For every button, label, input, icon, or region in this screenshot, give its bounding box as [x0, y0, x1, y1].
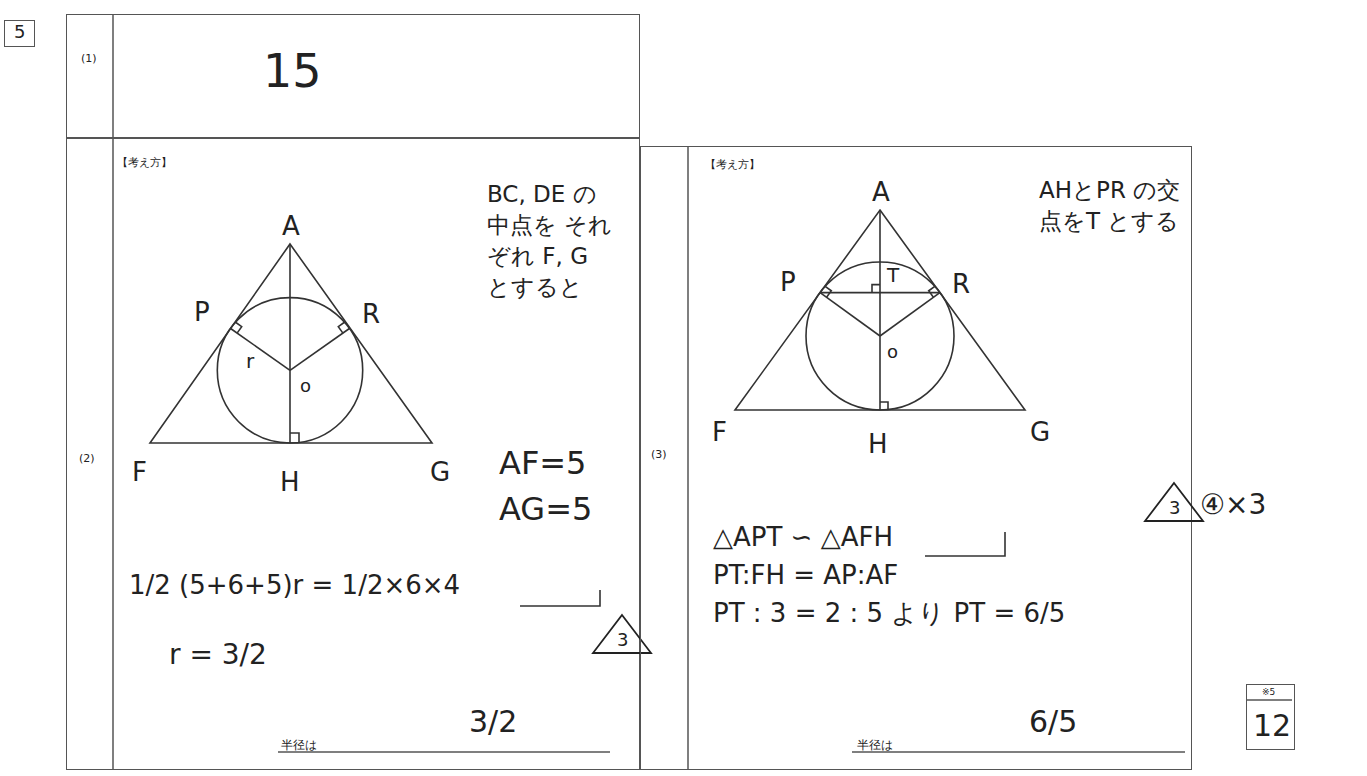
point-label: A [282, 212, 300, 241]
point-label: F [132, 458, 147, 487]
right-angle-mark [880, 402, 888, 410]
answer-text: 【考え方】 [117, 157, 172, 170]
answer-text: PT:FH = AP:AF [713, 561, 898, 591]
answer-cell: (3) 【考え方】 AHとPR の交点をT とする △APT ∽ △AFH PT:FH … [640, 146, 1192, 770]
answer-line [278, 751, 610, 753]
altitude-line [879, 210, 881, 410]
answer-text: (1) [81, 53, 97, 66]
score-triangle: 3 [1143, 481, 1205, 523]
answer-line [852, 751, 1185, 753]
right-angle-mark [825, 286, 832, 297]
answer-text: 【考え方】 [705, 159, 760, 172]
radius-line [880, 293, 940, 336]
point-label: F [712, 418, 727, 447]
check-bracket [925, 532, 1005, 556]
answer-text: BC, DE の中点を それぞれ F, G とすると [487, 179, 615, 303]
point-label: r [246, 350, 254, 372]
answer-text: (2) [79, 453, 95, 466]
triangle-outline [1145, 483, 1203, 521]
chord-line [820, 292, 940, 294]
point-label: G [430, 458, 450, 487]
right-angle-mark [338, 322, 345, 333]
radius-line [231, 329, 290, 371]
point-label: P [194, 298, 210, 327]
radius-line [290, 329, 349, 371]
answer-text: 3 [617, 630, 628, 651]
score-note: ④×3 [1200, 490, 1266, 521]
answer-text: 1/2 (5+6+5)r = 1/2×6×4 [129, 571, 460, 601]
answer-text: AF=5 [499, 445, 586, 482]
point-label: H [868, 430, 888, 459]
point-label: H [280, 468, 300, 497]
altitude-line [289, 244, 291, 443]
answer-text: △APT ∽ △AFH [713, 523, 893, 553]
answer-text: PT : 3 = 2 : 5 より PT = 6/5 [713, 599, 1065, 629]
answer-text: 半径は [857, 739, 893, 753]
right-angle-mark [872, 285, 880, 293]
point-label: o [300, 376, 311, 396]
point-label: R [362, 300, 380, 329]
answer-text: 12 [1253, 709, 1291, 744]
answer-text: 半径は [281, 739, 317, 753]
answer-text: AHとPR の交点をT とする [1039, 175, 1187, 237]
answer-text: 3 [1169, 498, 1180, 519]
point-label: A [872, 178, 890, 207]
check-bracket [520, 590, 600, 606]
point-label: G [1030, 418, 1050, 447]
right-angle-mark [929, 286, 936, 297]
answer-text: 5 [14, 22, 25, 43]
triangle-figure [735, 210, 1025, 410]
point-label: T [887, 264, 899, 286]
point-label: R [952, 270, 970, 299]
answer-text: (3) [651, 449, 667, 462]
answer-text: 15 [263, 45, 322, 98]
problem-number-box: 5 [4, 20, 35, 47]
answer-text: 3/2 [469, 705, 517, 740]
answer-text: 6/5 [1029, 705, 1077, 740]
answer-text: ※5 [1262, 687, 1275, 697]
point-label: o [887, 342, 898, 362]
answer-text: AG=5 [499, 491, 592, 528]
radius-line [820, 293, 880, 336]
triangle-figure [150, 244, 432, 443]
right-angle-mark [290, 433, 299, 443]
triangle-outline [593, 615, 651, 653]
column-rule [112, 14, 114, 770]
answer-text: r = 3/2 [169, 639, 267, 671]
score-triangle: 3 [591, 613, 653, 655]
answer-cell: (1) 15 [66, 14, 640, 138]
column-rule [687, 146, 689, 770]
score-box: ※5 12 [1246, 684, 1295, 750]
answer-cell: (2)【考え方】BC, DE の中点を それぞれ F, G とするとAF=5AG… [66, 138, 640, 770]
point-label: P [780, 268, 796, 297]
right-angle-mark [235, 322, 242, 333]
score-rule [1246, 699, 1292, 701]
